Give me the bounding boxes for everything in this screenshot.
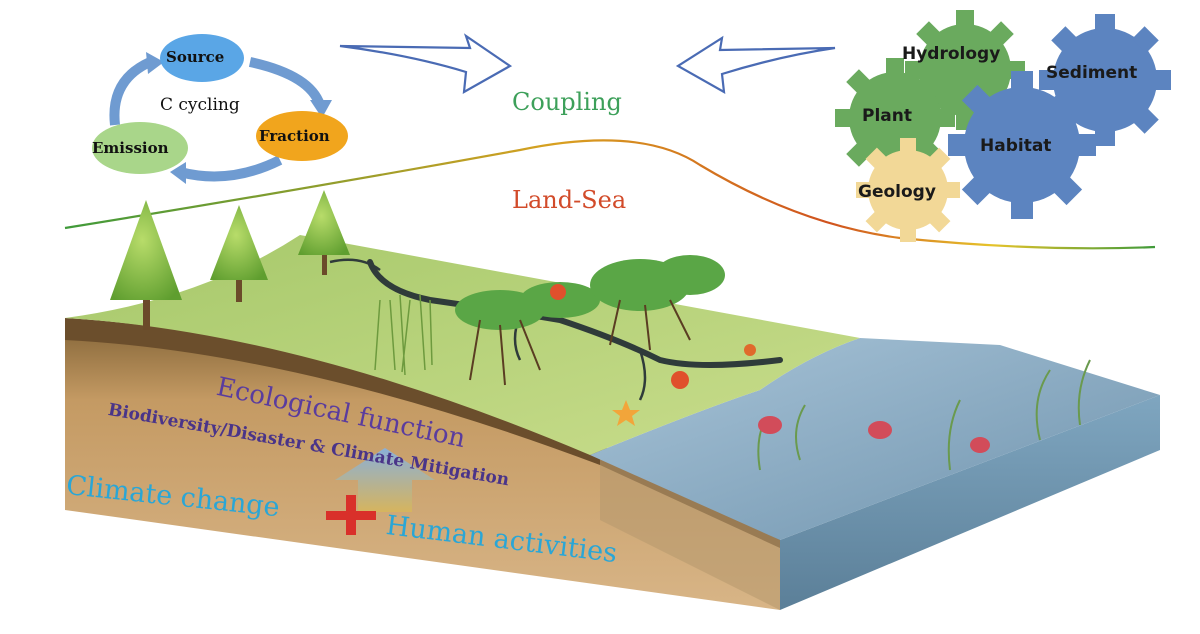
mangrove-roots: [469, 299, 691, 386]
cycle-arrow-emission-to-source: [109, 57, 153, 126]
source-label: Source: [166, 48, 225, 66]
emission-node: [92, 122, 188, 174]
geology-gear: [856, 138, 960, 242]
right-coupling-arrow: [675, 35, 836, 95]
mangrove-canopies: [455, 255, 725, 330]
seagrass: [757, 359, 1091, 471]
tree-3: [298, 190, 350, 275]
corals: [758, 416, 990, 453]
land-sea-label: Land-Sea: [512, 186, 627, 214]
landscape-block: [65, 190, 1160, 610]
plus-sign: [326, 495, 376, 535]
tidal-channel: [367, 259, 783, 368]
fraction-node: [256, 111, 348, 161]
grass-tufts: [374, 294, 433, 376]
geology-label: Geology: [858, 182, 936, 202]
shrimp: [744, 344, 756, 356]
cycle-arrow-source-to-fraction: [248, 57, 325, 107]
c-cycle-loop: [92, 34, 348, 184]
habitat-gear: [948, 71, 1096, 219]
c-cycling-label: C cycling: [160, 95, 240, 115]
sediment-label: Sediment: [1046, 63, 1138, 83]
tree-2: [210, 205, 268, 302]
left-coupling-arrow: [339, 33, 513, 95]
topsoil-band: [65, 318, 780, 548]
tree-1: [110, 200, 182, 330]
upward-arrow: [335, 448, 435, 512]
gear-cluster: [835, 10, 1171, 242]
emission-label: Emission: [92, 139, 169, 157]
starfish: [612, 400, 640, 426]
water-side: [780, 395, 1160, 610]
hydrology-label: Hydrology: [902, 44, 1001, 64]
crab-2: [671, 371, 689, 389]
water-surface: [590, 338, 1160, 540]
crab-1: [550, 284, 566, 300]
land-surface: [65, 235, 860, 455]
land-sea-curve: [64, 139, 1156, 250]
fraction-label: Fraction: [259, 127, 330, 145]
plant-label: Plant: [862, 106, 912, 126]
water-front: [600, 455, 780, 610]
habitat-label: Habitat: [980, 136, 1052, 156]
source-node: [160, 34, 244, 82]
cycle-arrow-fraction-to-emission: [178, 155, 283, 182]
coupling-label: Coupling: [512, 88, 622, 116]
soil-front: [65, 330, 780, 610]
